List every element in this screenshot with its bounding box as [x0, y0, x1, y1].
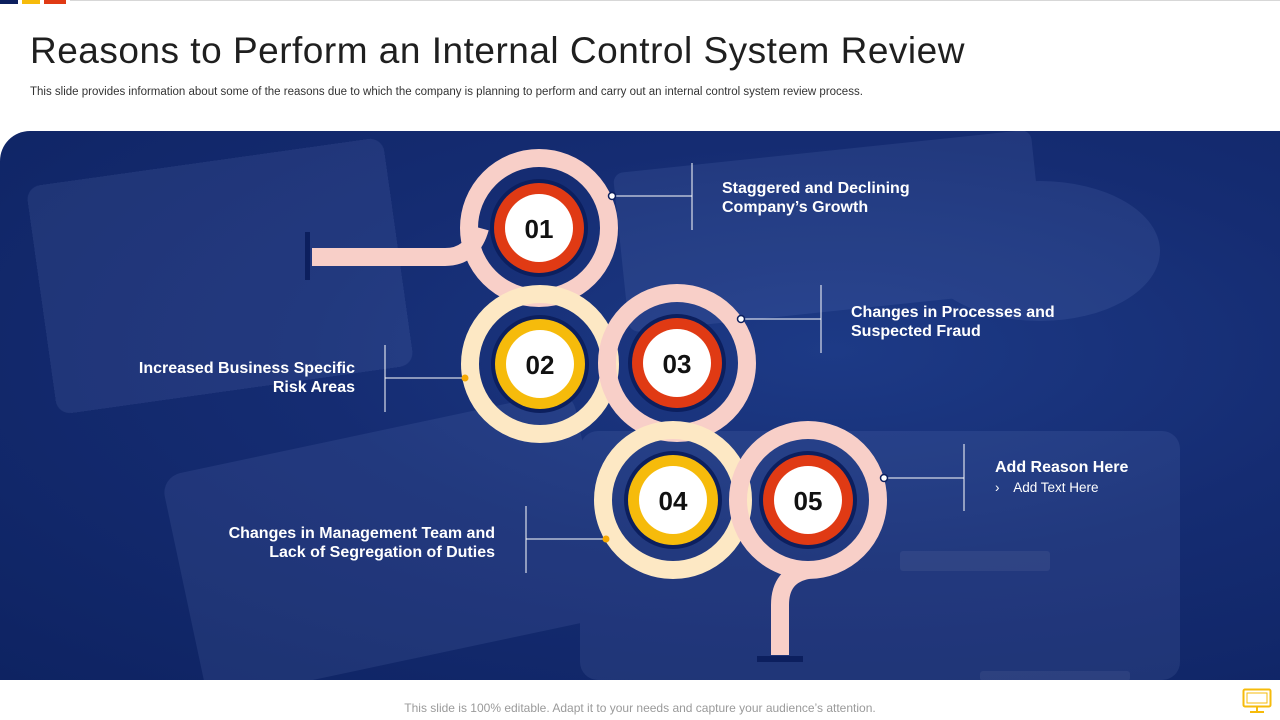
step-04-label: Changes in Management Team and Lack of S… — [229, 524, 495, 562]
step-03-line2: Suspected Fraud — [851, 323, 981, 340]
accent-red — [44, 0, 66, 4]
connector-dots — [461, 191, 889, 543]
step-02-line1: Increased Business Specific — [138, 360, 355, 377]
step-01-label: Staggered and Declining Company’s Growth — [722, 179, 910, 217]
footer-note: This slide is 100% editable. Adapt it to… — [404, 701, 876, 715]
circle-03 — [628, 314, 726, 412]
step-number-04: 04 — [659, 486, 688, 516]
step-02-line2: Risk Areas — [272, 379, 355, 396]
step-02-label: Increased Business Specific Risk Areas — [139, 359, 355, 397]
step-number-01: 01 — [525, 214, 554, 244]
step-05-label: Add Reason Here — [995, 459, 1129, 476]
step-04-line1: Changes in Management Team and — [228, 525, 495, 542]
step-03-label: Changes in Processes and Suspected Fraud — [851, 303, 1055, 341]
page-subtitle: This slide provides information about so… — [30, 86, 863, 98]
track-segment-end — [771, 561, 811, 655]
step-04-line2: Lack of Segregation of Duties — [269, 544, 495, 561]
step-number-05: 05 — [794, 486, 823, 516]
step-number-03: 03 — [663, 349, 692, 379]
track-start-cap — [305, 232, 310, 280]
circle-04 — [624, 451, 722, 549]
monitor-icon[interactable] — [1242, 688, 1272, 714]
accent-line — [70, 0, 1280, 1]
circle-02 — [491, 315, 589, 413]
circle-01 — [490, 179, 588, 277]
top-accent-bar — [0, 0, 1280, 4]
step-01-line1: Staggered and Declining — [722, 180, 910, 197]
track-segment-start — [312, 225, 489, 266]
bullet-chevron-icon: › — [995, 480, 1000, 495]
accent-navy — [0, 0, 18, 4]
step-03-line1: Changes in Processes and — [851, 304, 1055, 321]
connectors — [384, 163, 965, 573]
track-end-cap — [757, 656, 803, 662]
step-05-subtext-value: Add Text Here — [1013, 480, 1099, 495]
step-05-subtext: › Add Text Here — [995, 480, 1099, 495]
page-title: Reasons to Perform an Internal Control S… — [30, 30, 965, 71]
step-01-line2: Company’s Growth — [722, 199, 869, 216]
circle-05 — [759, 451, 857, 549]
step-number-02: 02 — [526, 350, 555, 380]
accent-yellow — [22, 0, 40, 4]
